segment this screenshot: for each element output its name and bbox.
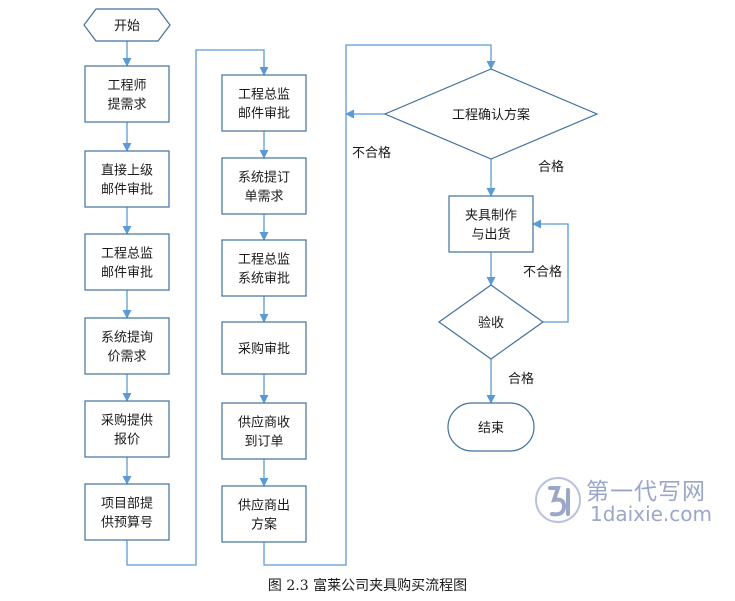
node-label-m1-1: 邮件审批 — [238, 107, 290, 122]
node-shape-n4 — [84, 317, 170, 375]
node-shape-d1 — [383, 68, 599, 160]
node-label-m3-0: 工程总监 — [238, 253, 290, 268]
node-label-n5-0: 采购提供 — [101, 413, 153, 429]
nodes-layer: 开始工程师提需求直接上级邮件审批工程总监邮件审批系统提询价需求采购提供报价项目部… — [83, 8, 599, 543]
node-shape-n2 — [84, 150, 170, 208]
node-label-end-0: 结束 — [478, 421, 504, 436]
node-label-m1-0: 工程总监 — [238, 88, 290, 103]
node-label-m6-0: 供应商出 — [238, 498, 290, 514]
node-label-start-0: 开始 — [114, 19, 140, 34]
edges-layer — [122, 41, 569, 566]
edge-label-d2-to-r1: 不合格 — [523, 264, 562, 280]
node-label-r1-0: 夹具制作 — [465, 209, 517, 224]
node-label-n6-0: 项目部提 — [101, 496, 153, 512]
node-label-m4-0: 采购审批 — [238, 341, 290, 357]
node-label-n2-0: 直接上级 — [101, 163, 153, 179]
node-label-n1-0: 工程师 — [107, 79, 146, 94]
node-label-m5-1: 到订单 — [244, 435, 283, 450]
node-label-m5-0: 供应商收 — [238, 415, 290, 431]
node-label-r1-1: 与出货 — [471, 227, 510, 243]
node-label-d2-0: 验收 — [478, 315, 504, 331]
node-d1: 工程确认方案 — [383, 68, 599, 160]
node-shape-d2 — [437, 284, 545, 360]
edge-d2-to-r1 — [532, 219, 569, 323]
watermark-logo-icon — [535, 477, 581, 523]
figure-caption: 图 2.3 富莱公司夹具购买流程图 — [267, 578, 468, 594]
watermark: 第一代写网 1daixie.com — [528, 470, 728, 530]
node-shape-m6 — [221, 485, 307, 543]
node-shape-n5 — [84, 400, 170, 458]
watermark-text-cn: 第一代写网 — [586, 479, 706, 505]
node-shape-n1 — [84, 65, 170, 123]
node-label-d1-0: 工程确认方案 — [452, 107, 530, 123]
edge-m6-to-d1 — [263, 44, 496, 566]
node-label-m6-1: 方案 — [251, 517, 277, 533]
node-shape-end — [447, 402, 535, 452]
node-shape-n3 — [84, 233, 170, 291]
node-label-m3-1: 系统审批 — [238, 272, 290, 287]
node-end: 结束 — [447, 402, 535, 452]
node-shape-m1 — [221, 74, 307, 132]
edge-label-d1-to-m1: 不合格 — [352, 145, 391, 161]
node-shape-n6 — [84, 483, 170, 541]
edge-n6-to-m1 — [126, 49, 269, 566]
node-label-m2-0: 系统提订 — [238, 170, 290, 186]
node-label-m2-1: 单需求 — [244, 190, 283, 205]
edge-label-d1-to-r1: 合格 — [538, 159, 564, 175]
node-label-n6-1: 供预算号 — [101, 516, 153, 531]
node-label-n2-1: 邮件审批 — [101, 183, 153, 198]
node-shape-m2 — [221, 157, 307, 215]
node-label-n3-1: 邮件审批 — [101, 266, 153, 281]
node-shape-m5 — [221, 402, 307, 460]
node-label-n3-0: 工程总监 — [101, 247, 153, 262]
node-d2: 验收 — [437, 284, 545, 360]
node-label-n4-1: 价需求 — [107, 350, 146, 365]
node-label-n5-1: 报价 — [114, 433, 140, 448]
node-shape-m3 — [221, 239, 307, 297]
edge-label-d2-to-end: 合格 — [508, 371, 534, 387]
node-label-n1-1: 提需求 — [107, 97, 146, 113]
node-shape-m4 — [221, 321, 307, 375]
node-shape-r1 — [448, 195, 534, 253]
node-label-n4-0: 系统提询 — [101, 330, 153, 346]
node-start: 开始 — [83, 8, 171, 42]
watermark-text-domain: 1daixie.com — [590, 502, 713, 526]
node-m4: 采购审批 — [221, 321, 307, 375]
node-shape-start — [83, 8, 171, 42]
